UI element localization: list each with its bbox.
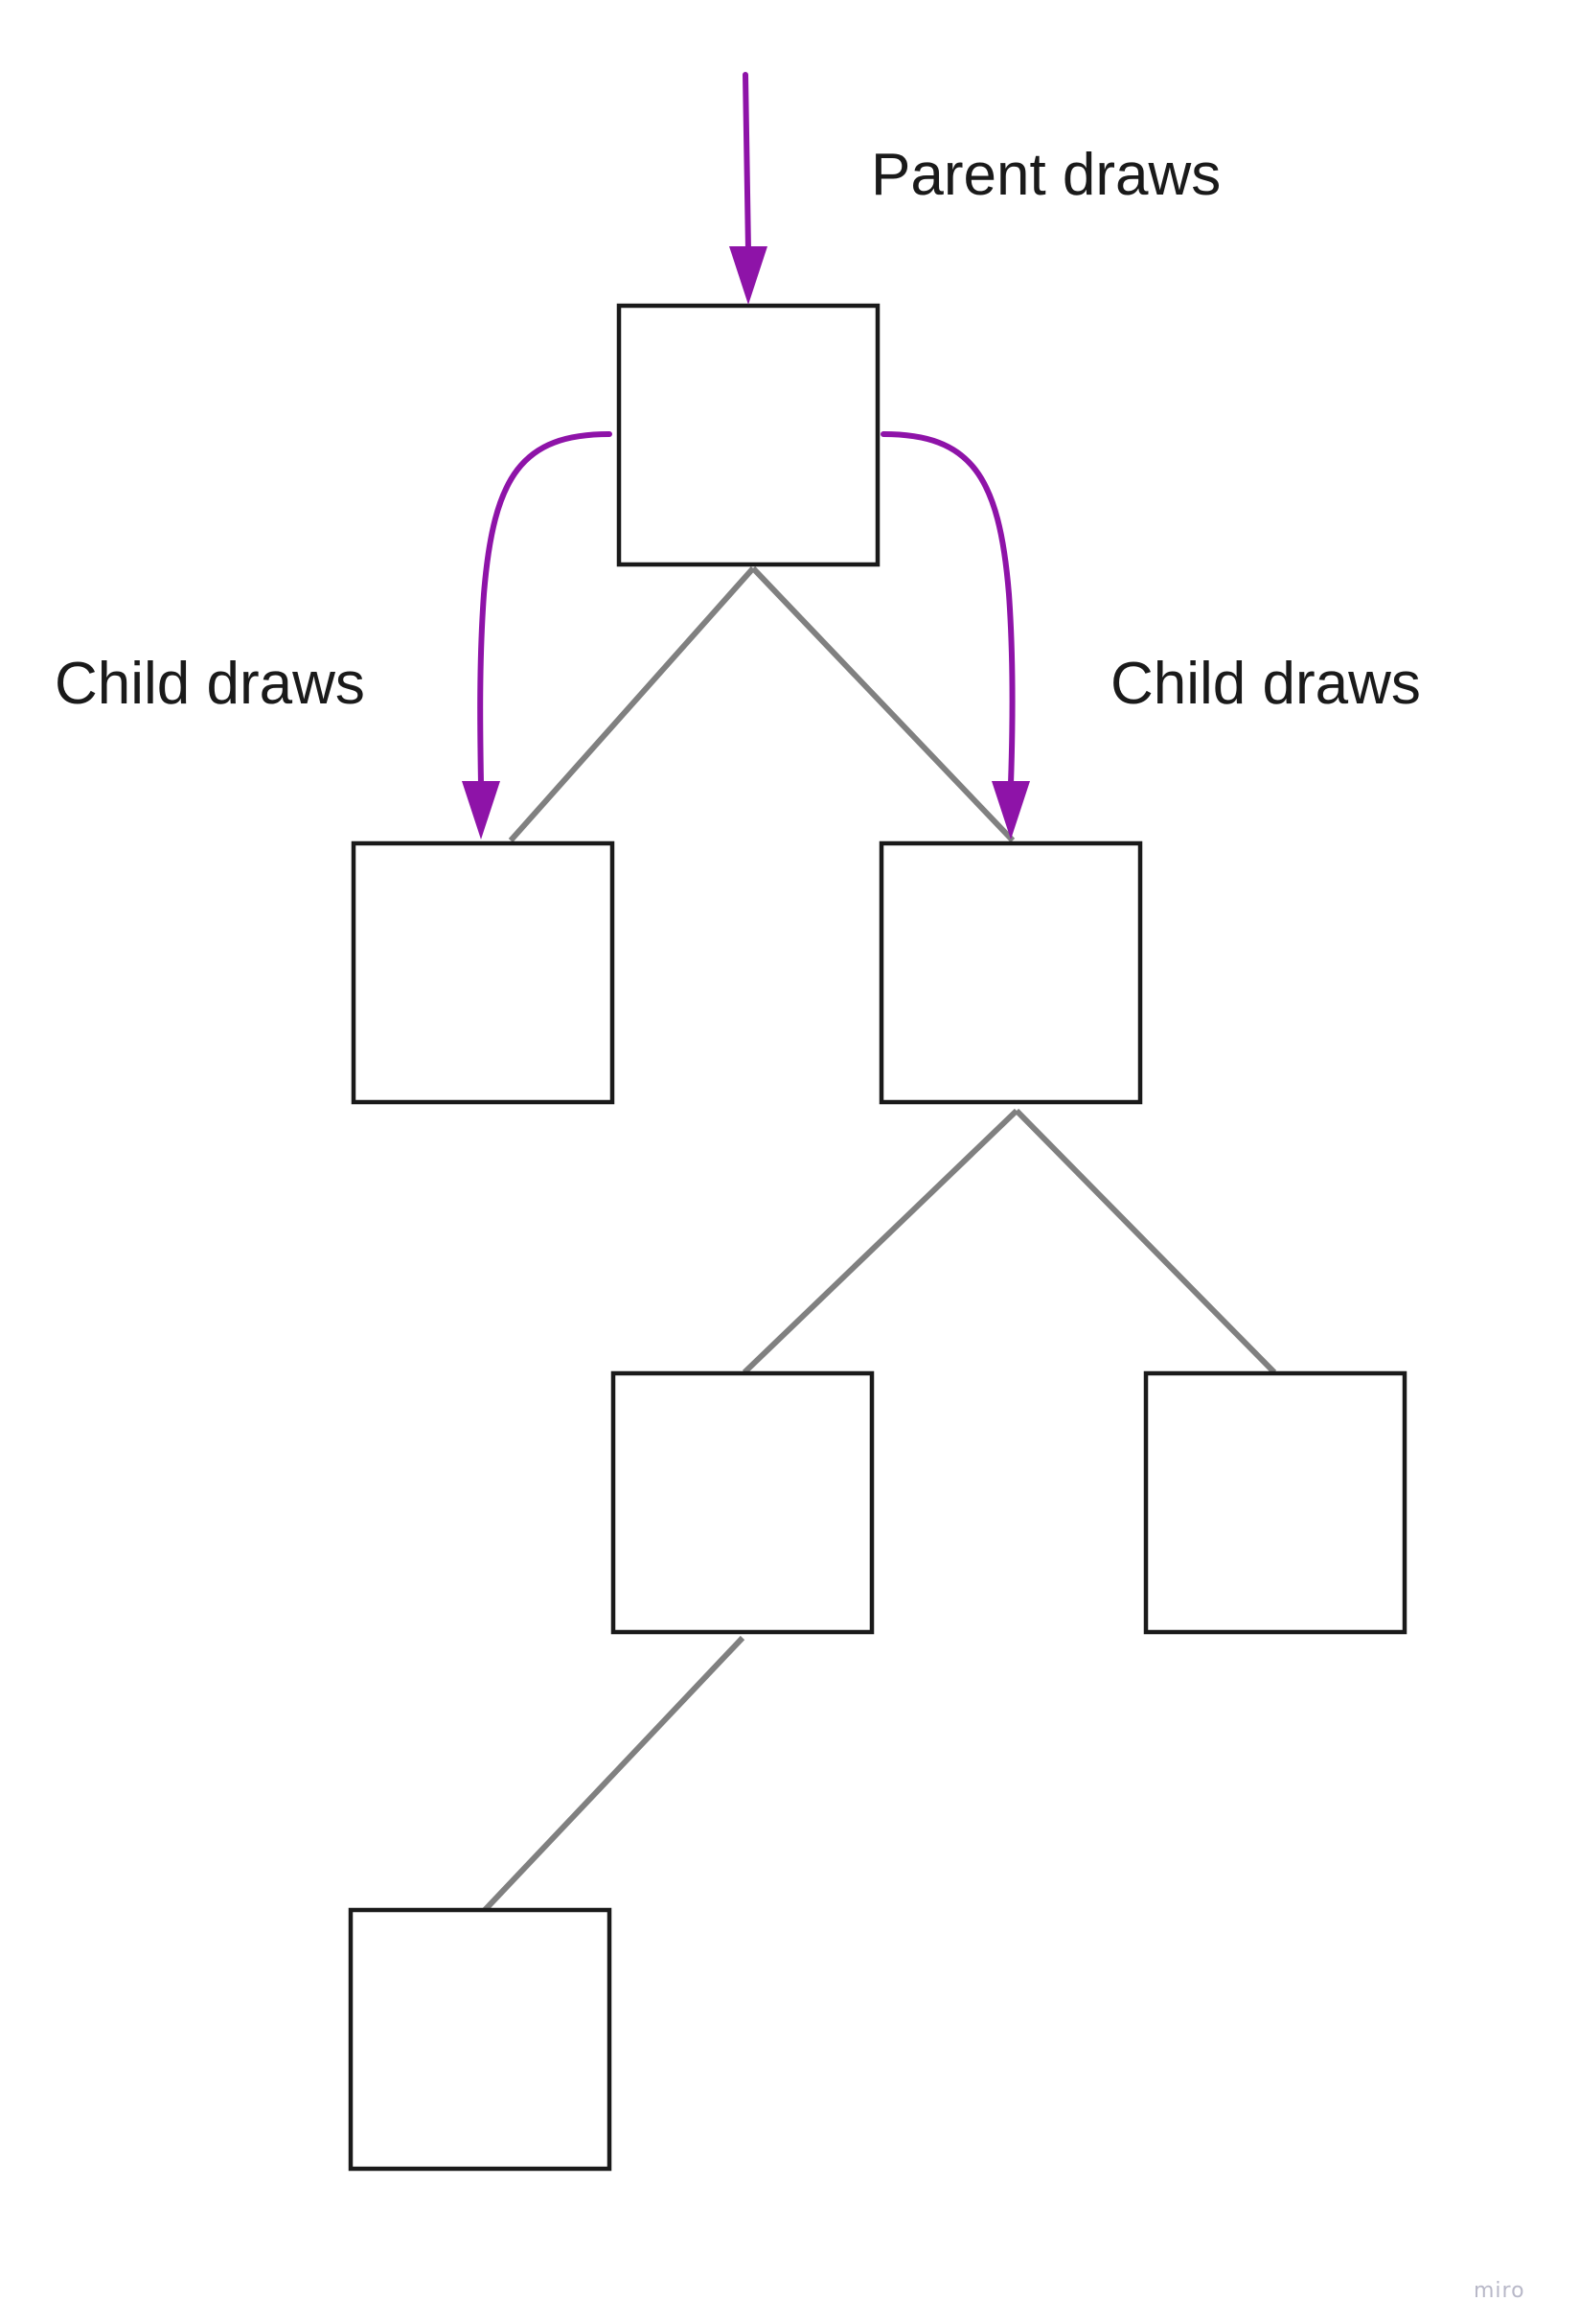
child-draws-left-label: Child draws [55,651,365,717]
child-left-draw-arrow-line [477,431,612,787]
edge-right-child-to-right-grandchild [1014,1108,1277,1375]
child-right-draw-arrowhead [992,781,1030,840]
child-draws-right-label: Child draws [1110,651,1421,717]
parent-draw-arrow-line [743,72,751,254]
child-right-draw-arrow-line [881,431,1016,787]
node-right-left-grandchild [610,1370,875,1635]
node-right-right-grandchild [1143,1370,1407,1635]
draw-flow-arrows [462,72,1030,840]
child-left-draw-arrowhead [462,781,500,840]
tree-nodes [348,303,1407,2172]
node-root [616,303,881,567]
parent-draw-arrowhead [729,246,767,305]
miro-watermark: miro [1474,2279,1525,2303]
node-root-right-child [879,840,1143,1105]
parent-draws-label: Parent draws [871,142,1221,208]
node-leaf [348,1907,612,2172]
arrow-down-icon [729,72,767,305]
edge-right-child-to-left-grandchild [742,1108,1019,1375]
edge-root-to-right-child [750,565,1016,843]
arrow-down-icon [881,431,1030,840]
node-root-left-child [351,840,615,1105]
edge-root-to-left-child [508,566,756,842]
tree-edges [482,565,1277,1913]
arrow-down-icon [462,431,612,840]
edge-left-grandchild-to-leaf [482,1635,745,1913]
